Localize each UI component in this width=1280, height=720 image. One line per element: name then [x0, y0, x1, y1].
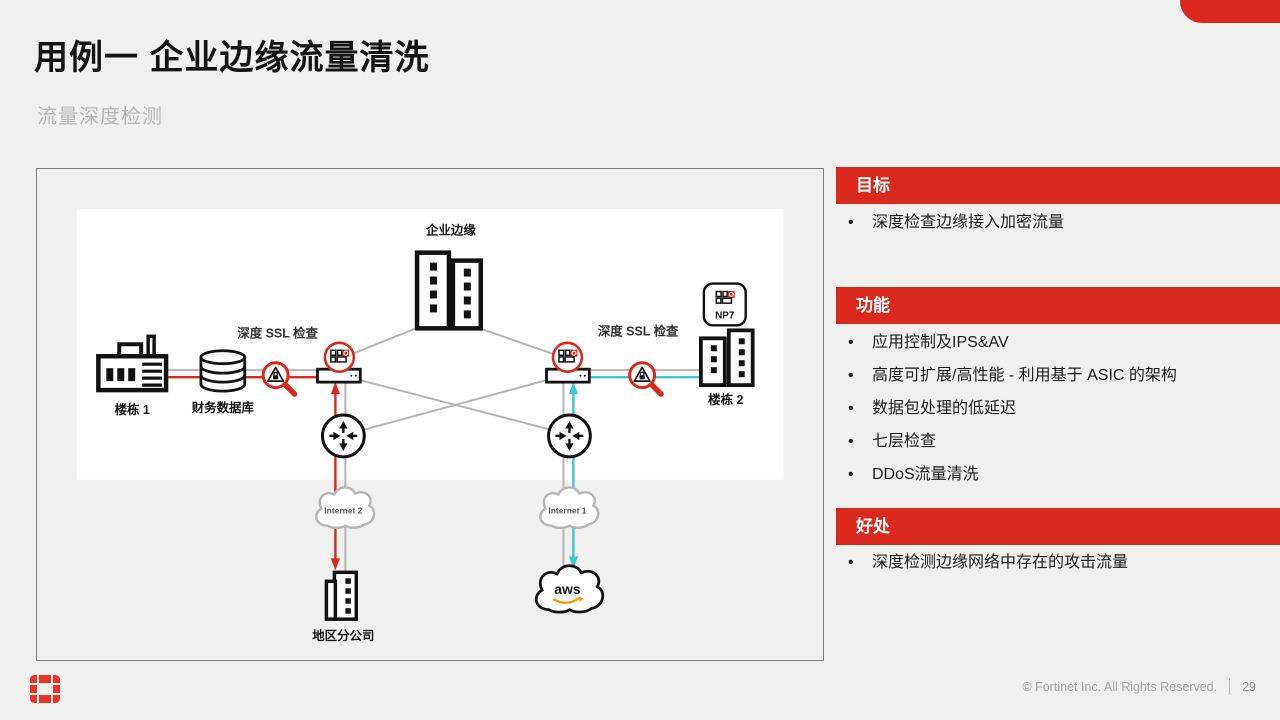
firewall-right-icon [545, 341, 591, 384]
np7-label: NP7 [715, 310, 735, 321]
internet1-cloud-icon: Internet 1 [539, 486, 600, 529]
list-item: 应用控制及IPS&AV [836, 326, 1280, 359]
list-item: DDoS流量清洗 [836, 458, 1280, 491]
branch-office-label: 地区分公司 [312, 628, 374, 643]
branch-building-icon [324, 570, 359, 621]
copyright-text: © Fortinet Inc. All Rights Reserved. [1022, 679, 1218, 694]
list-item: 高度可扩展/高性能 - 利用基于 ASIC 的架构 [836, 359, 1280, 392]
enterprise-edge-label: 企业边缘 [425, 223, 476, 238]
factory-icon [96, 334, 169, 393]
aws-label: aws [554, 581, 581, 597]
ssl-inspect-right-label: 深度 SSL 检查 [598, 323, 679, 338]
internet2-cloud-icon: Internet 2 [315, 486, 376, 529]
database-icon [199, 349, 247, 393]
firewall-left-icon [316, 341, 362, 384]
ssl-inspect-left-label: 深度 SSL 检查 [237, 325, 318, 340]
building2-label: 楼栋 2 [708, 392, 743, 407]
features-list: 应用控制及IPS&AV 高度可扩展/高性能 - 利用基于 ASIC 的架构 数据… [836, 326, 1280, 491]
footer: © Fortinet Inc. All Rights Reserved. 29 [1022, 678, 1256, 695]
router-right-icon [547, 413, 592, 459]
panel-header-goal: 目标 [836, 167, 1280, 204]
list-item: 深度检测边缘网络中存在的攻击流量 [836, 546, 1280, 579]
network-diagram: NP7 Internet 2 Internet 1 aws 企业边 [36, 168, 824, 661]
gray-links [163, 327, 701, 580]
corner-accent-shape [1180, 0, 1280, 23]
finance-db-label: 财务数据库 [192, 400, 255, 415]
list-item: 深度检查边缘接入加密流量 [836, 206, 1280, 239]
np7-chip-icon: NP7 [702, 282, 747, 327]
panel-header-benefits: 好处 [836, 508, 1280, 545]
building2-icon [698, 328, 755, 388]
fortinet-logo [30, 675, 60, 703]
footer-divider [1229, 678, 1231, 695]
page-number: 29 [1242, 679, 1256, 694]
page-title: 用例一 企业边缘流量清洗 [34, 39, 430, 77]
diagram-white-panel [76, 208, 784, 480]
goal-list: 深度检查边缘接入加密流量 [836, 206, 1280, 239]
internet2-label: Internet 2 [324, 506, 362, 516]
aws-cloud-icon: aws [534, 564, 605, 614]
internet1-label: Internet 1 [548, 506, 586, 516]
list-item: 数据包处理的低延迟 [836, 392, 1280, 425]
list-item: 七层检查 [836, 425, 1280, 458]
panel-header-features: 功能 [836, 287, 1280, 324]
benefits-list: 深度检测边缘网络中存在的攻击流量 [836, 546, 1280, 579]
page-subtitle: 流量深度检测 [37, 106, 163, 128]
building1-label: 楼栋 1 [115, 402, 150, 417]
router-left-icon [320, 413, 366, 459]
enterprise-edge-buildings-icon [414, 250, 484, 331]
